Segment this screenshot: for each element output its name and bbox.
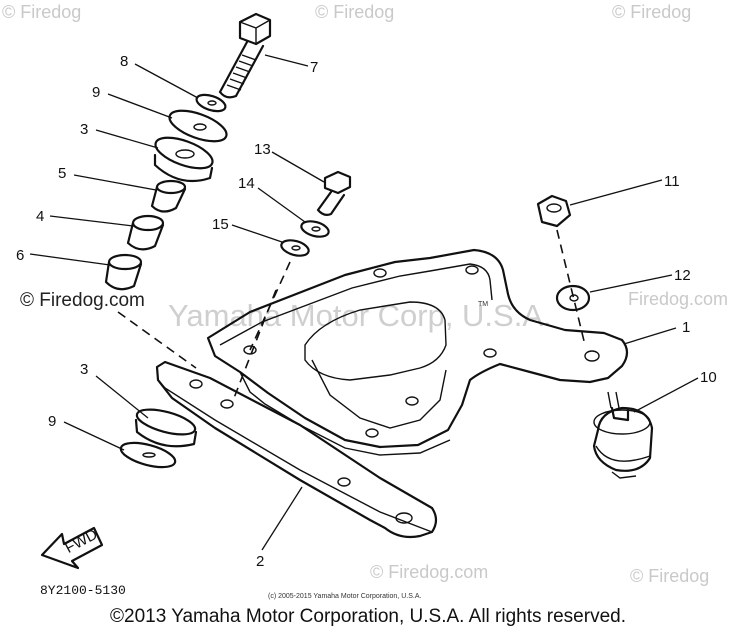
- watermark-corp: Yamaha Motor Corp, U.S.A.: [168, 298, 552, 333]
- footer-copyright: ©2013 Yamaha Motor Corporation, U.S.A. A…: [110, 606, 626, 627]
- part-13-bolt: [316, 170, 352, 216]
- watermark-left: © Firedog.com: [20, 290, 145, 311]
- part-10-damper: [592, 391, 654, 479]
- callout-7: 7: [310, 59, 318, 76]
- watermark-bottom-center: © Firedog.com: [370, 562, 488, 582]
- callout-9-bottom: 9: [48, 413, 56, 430]
- callout-10: 10: [700, 369, 717, 386]
- callout-3-bottom: 3: [80, 361, 88, 378]
- watermark-top-left: © Firedog: [2, 2, 81, 22]
- part-9-washer-top: [168, 109, 228, 143]
- fwd-label: FWD: [62, 526, 100, 557]
- part-9-washer-bottom: [119, 441, 177, 469]
- diagram-code: 8Y2100-5130: [40, 583, 126, 598]
- watermark-top-center: © Firedog: [315, 2, 394, 22]
- callout-9-top: 9: [92, 84, 100, 101]
- part-15-washer: [280, 239, 310, 257]
- part-12-washer: [555, 284, 591, 312]
- callout-2: 2: [256, 553, 264, 570]
- callout-11: 11: [664, 173, 680, 190]
- part-5-collar: [150, 179, 187, 213]
- fwd-arrow-icon: FWD: [40, 526, 104, 570]
- assembly-line-left: [117, 311, 197, 369]
- callout-14: 14: [238, 175, 255, 192]
- callout-8: 8: [120, 53, 128, 70]
- part-3-mount-bottom: [134, 408, 198, 448]
- callout-15: 15: [212, 216, 229, 233]
- assembly-line-center-b: [233, 289, 277, 399]
- part-14-washer: [300, 220, 330, 238]
- watermark-layer: © Firedog © Firedog © Firedog Firedog.co…: [2, 2, 728, 586]
- callout-13: 13: [254, 141, 271, 158]
- part-6-bushing: [104, 253, 143, 291]
- callout-6: 6: [16, 247, 24, 264]
- part-4-collar: [126, 214, 165, 251]
- part-3-mount-top: [153, 136, 214, 183]
- small-copyright: (c) 2005-2015 Yamaha Motor Corporation, …: [268, 593, 421, 600]
- part-1-bracket: [206, 248, 629, 456]
- callout-12: 12: [674, 267, 691, 284]
- part-8-washer: [195, 93, 227, 113]
- watermark-right-mid: Firedog.com: [628, 289, 728, 309]
- watermark-top-right: © Firedog: [612, 2, 691, 22]
- assembly-line-right: [556, 229, 586, 346]
- watermark-bottom-right: © Firedog: [630, 566, 709, 586]
- part-7-bolt: [218, 12, 272, 99]
- leader-lines: [29, 54, 699, 551]
- callout-5: 5: [58, 165, 66, 182]
- trademark-mark: TM: [478, 301, 488, 308]
- part-11-nut: [536, 194, 572, 228]
- callout-4: 4: [36, 208, 44, 225]
- part-2-plate: [155, 360, 438, 539]
- callout-labels: 7 8 9 3 5 4 6 13 14 15 11 12 1 10 3 9 2: [16, 53, 717, 570]
- callout-1: 1: [682, 319, 690, 336]
- callout-3-top: 3: [80, 121, 88, 138]
